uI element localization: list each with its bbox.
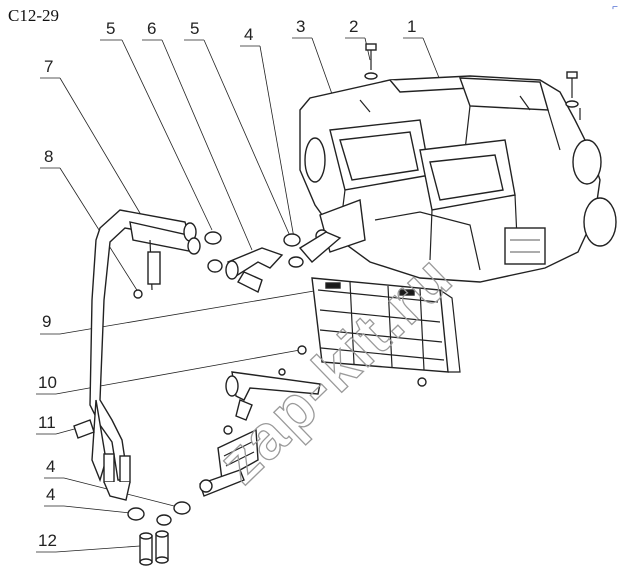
callout-4-top: 4	[244, 25, 253, 44]
diagram-code: C12-29	[8, 6, 59, 25]
callout-4-bottom: 4	[46, 485, 55, 504]
callout-7: 7	[44, 57, 53, 76]
callout-1: 1	[407, 17, 416, 36]
callout-4-lower: 4	[46, 457, 55, 476]
callout-2: 2	[349, 17, 358, 36]
callout-6: 6	[147, 19, 156, 38]
heater-core	[311, 277, 461, 373]
corner-mark: ⌐	[612, 2, 618, 13]
heater-hose-assembly	[89, 209, 201, 501]
bolt-parts	[364, 43, 581, 120]
lower-pipe-and-brackets	[73, 345, 427, 497]
callout-8: 8	[44, 147, 53, 166]
callout-9: 9	[42, 312, 51, 331]
callout-11: 11	[38, 413, 56, 432]
callout-10: 10	[38, 373, 57, 392]
callout-12: 12	[38, 531, 57, 550]
hvac-housing	[299, 75, 617, 283]
lower-clamps-and-caps	[127, 501, 191, 566]
hose-clamps-and-elbow	[204, 229, 342, 293]
callout-5-top-right: 5	[190, 19, 199, 38]
callout-5-top-left: 5	[106, 19, 115, 38]
callout-3: 3	[296, 17, 305, 36]
